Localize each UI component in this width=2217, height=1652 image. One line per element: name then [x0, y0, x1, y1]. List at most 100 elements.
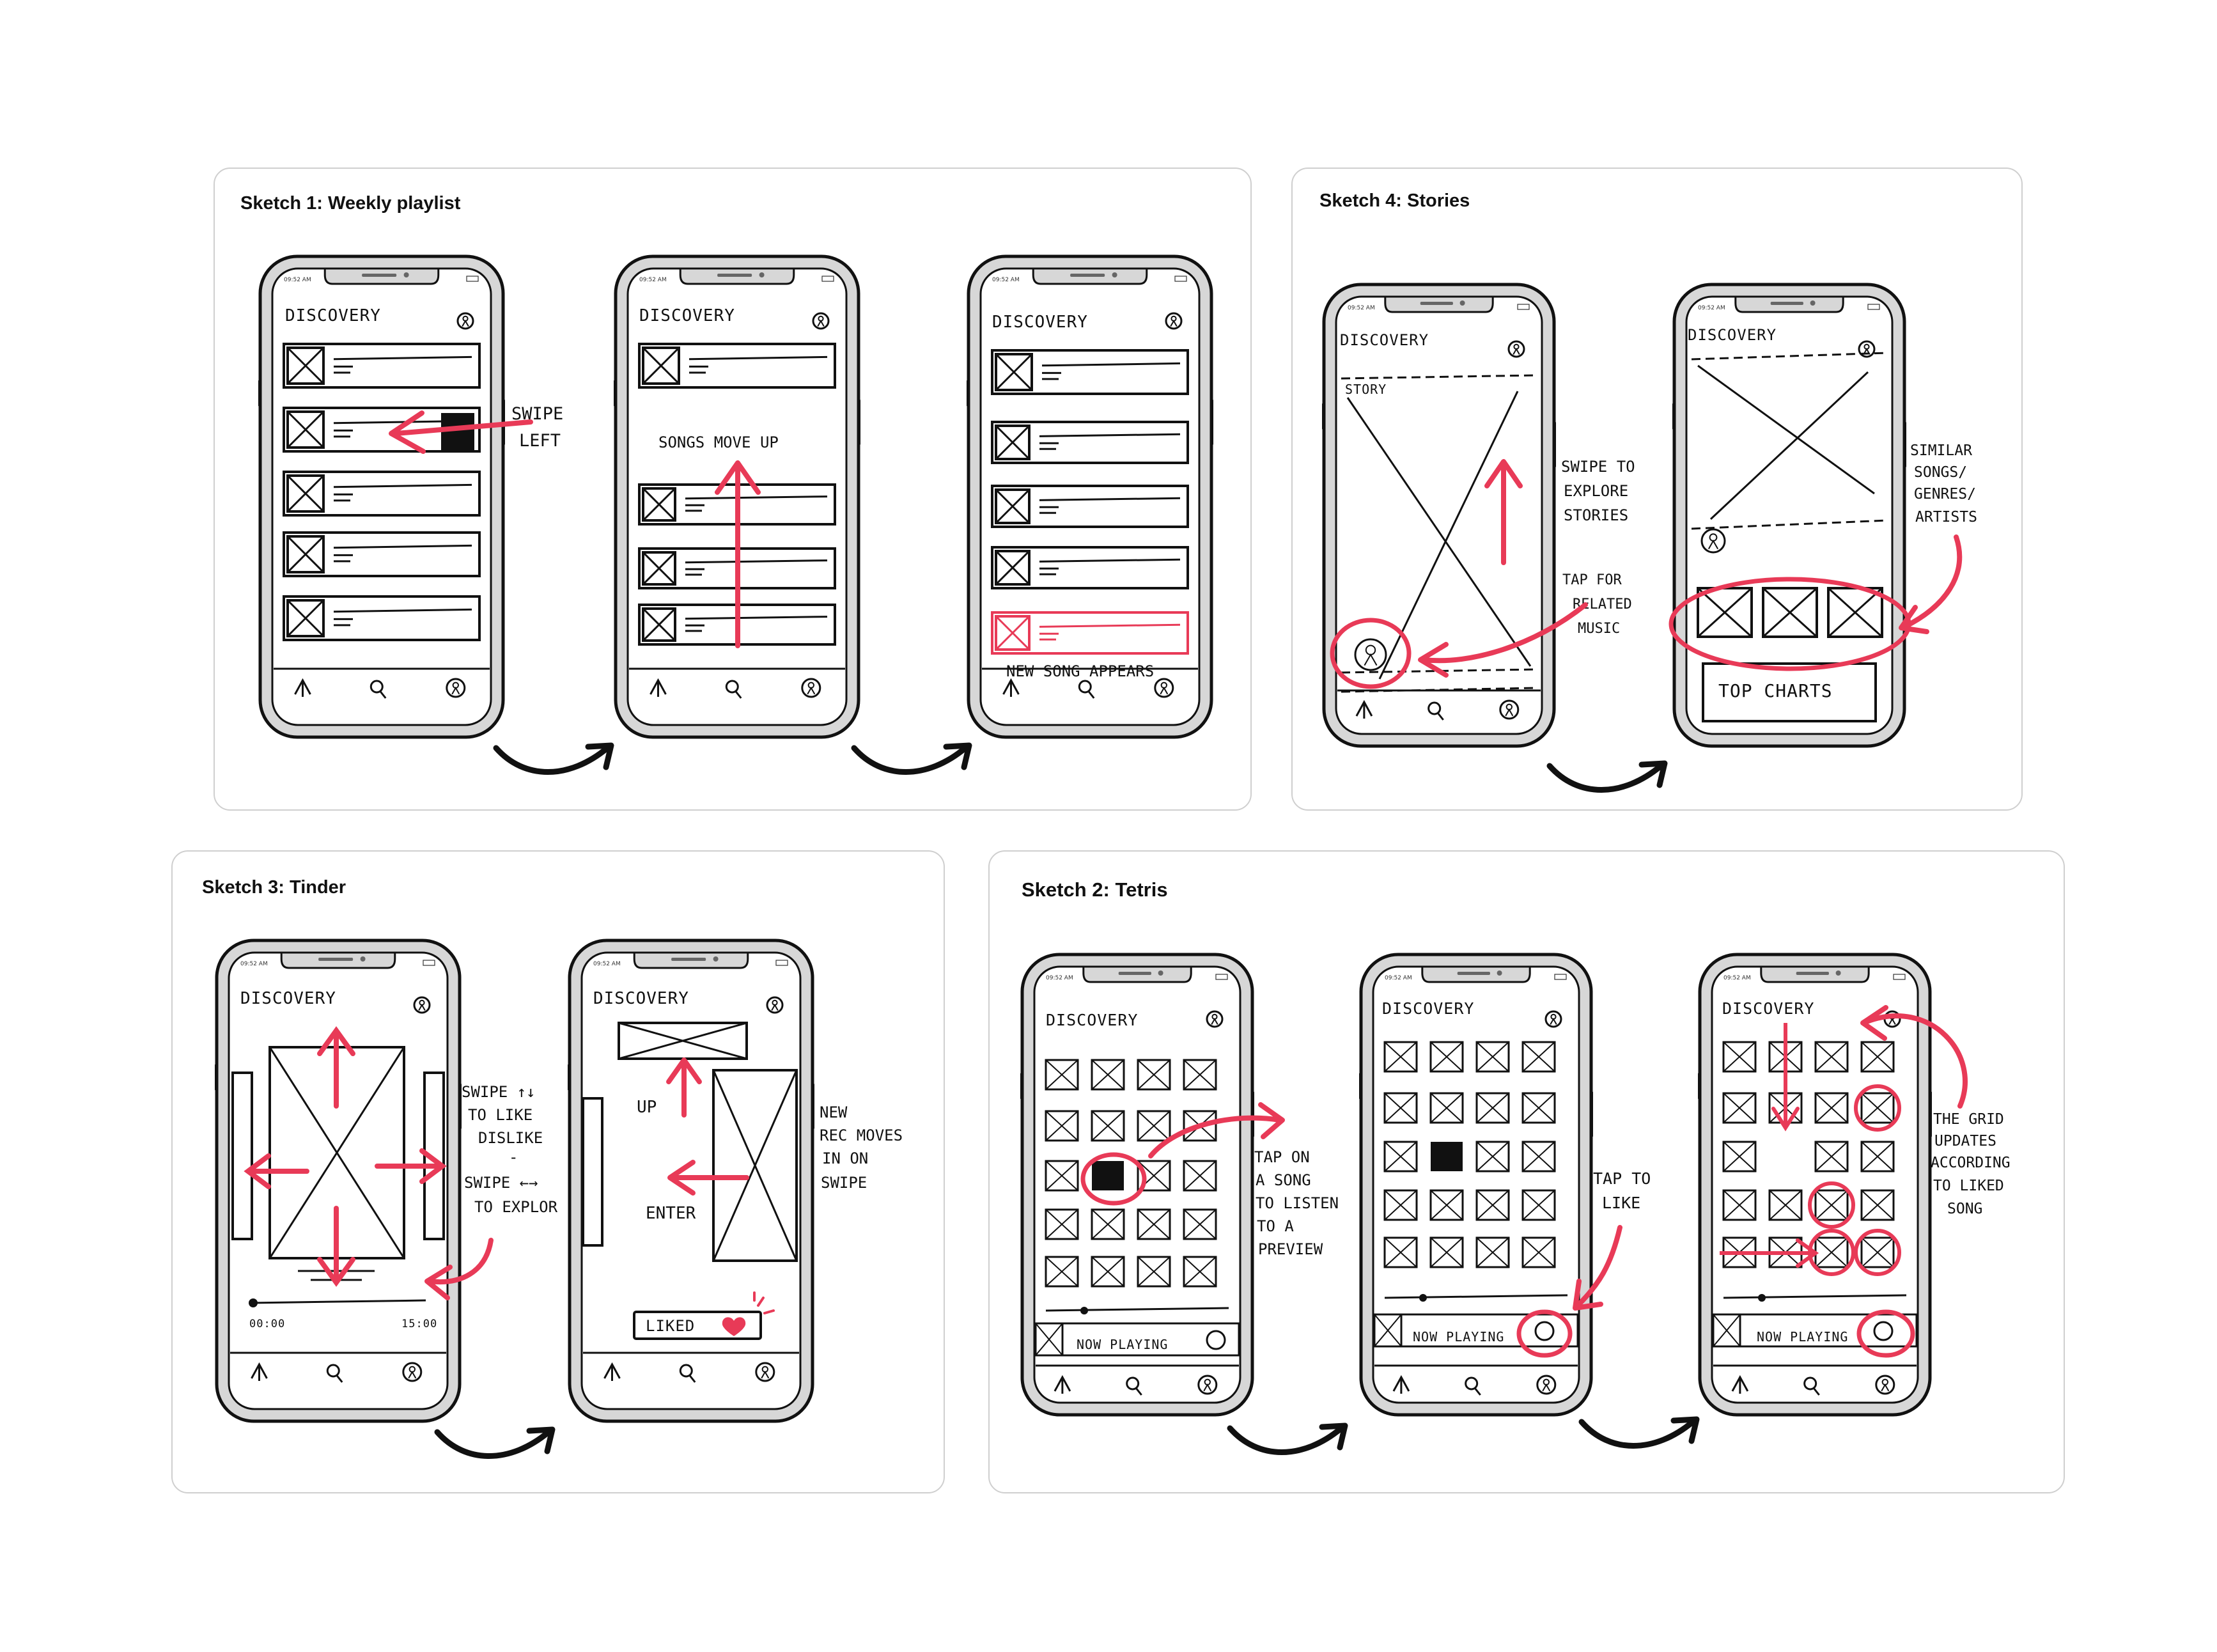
camera [1497, 970, 1502, 976]
side-button [459, 1084, 462, 1129]
camera [759, 272, 765, 277]
profile-icon [812, 312, 830, 330]
phone-screen [1685, 295, 1894, 735]
status-time: 09:52 AM [284, 277, 311, 283]
profile-icon [456, 312, 474, 330]
progress-knob [1758, 1294, 1766, 1302]
side-button [502, 400, 505, 445]
phone-screen [1335, 295, 1543, 735]
song-tile [1137, 1059, 1171, 1091]
song-thumbnail [995, 550, 1031, 586]
song-thumbnail [642, 347, 680, 385]
side-button [568, 1064, 570, 1091]
battery-icon [821, 276, 834, 282]
speaker [1420, 302, 1453, 305]
camera [1158, 970, 1163, 976]
song-tile [1722, 1189, 1757, 1221]
flow-arrow [1227, 1422, 1348, 1455]
progress-track [1045, 1307, 1229, 1312]
sketch4-title: Sketch 4: Stories [1319, 191, 1470, 211]
side-button [1591, 1091, 1593, 1137]
phone-frame: 09:52 AM [614, 254, 860, 739]
song-tile [1137, 1256, 1171, 1288]
phone-frame: 09:52 AM [1698, 953, 1932, 1417]
song-row [991, 349, 1189, 395]
home-icon [251, 1362, 268, 1381]
profile-icon [1507, 340, 1525, 358]
side-button [1929, 1091, 1932, 1137]
song-tile [1383, 1041, 1418, 1073]
phone-screen [228, 951, 449, 1410]
phone-screen [979, 267, 1201, 726]
profile-icon [766, 996, 784, 1014]
side-button [1553, 422, 1556, 467]
selected-song-tile [1092, 1161, 1124, 1190]
song-tile [1722, 1092, 1757, 1124]
search-icon [1427, 701, 1442, 715]
song-thumbnail [286, 599, 325, 637]
flow-arrow [1578, 1416, 1700, 1449]
progress-knob [1419, 1294, 1427, 1302]
progress-knob [1080, 1307, 1088, 1314]
song-tile [1091, 1256, 1125, 1288]
status-time: 09:52 AM [1723, 975, 1751, 981]
profile-icon [1858, 340, 1876, 358]
song-row [991, 421, 1189, 464]
song-thumbnail [286, 347, 325, 385]
song-tile [1475, 1189, 1510, 1221]
song-tile [1814, 1189, 1849, 1221]
home-icon [1731, 1375, 1749, 1394]
phone-screen [1711, 965, 1919, 1404]
phone-frame: 09:52 AM [215, 939, 462, 1423]
camera [1835, 970, 1841, 976]
now-playing-bar [1373, 1313, 1579, 1348]
swiped-block [441, 413, 474, 450]
speaker [717, 274, 752, 277]
side-button [1672, 403, 1675, 430]
status-time: 09:52 AM [1046, 975, 1073, 981]
song-tile [1860, 1189, 1895, 1221]
profile-icon [1206, 1010, 1224, 1028]
song-tile [1045, 1208, 1079, 1240]
liked-tile-circle [1854, 1229, 1901, 1276]
camera [1810, 300, 1816, 306]
song-tile [1045, 1160, 1079, 1192]
song-thumbnail [995, 425, 1031, 460]
battery-icon [423, 960, 435, 966]
home-icon [1054, 1375, 1071, 1394]
profile-icon [1499, 699, 1520, 720]
song-tile [1383, 1141, 1418, 1173]
camera [1112, 272, 1117, 277]
phone-screen [580, 951, 802, 1410]
speaker [318, 958, 354, 961]
song-row [283, 531, 481, 577]
camera [403, 272, 409, 277]
song-tile [1091, 1208, 1125, 1240]
status-time: 09:52 AM [593, 961, 621, 967]
speaker [1118, 972, 1151, 975]
song-tile [1045, 1059, 1079, 1091]
song-tile [1475, 1092, 1510, 1124]
battery-icon [1554, 974, 1567, 980]
new-recommendation-card [712, 1069, 798, 1262]
side-button [258, 380, 261, 407]
song-tile [1429, 1189, 1464, 1221]
progress-track [1384, 1294, 1568, 1299]
speaker [1796, 972, 1829, 975]
now-playing-bar [1034, 1322, 1240, 1357]
song-tile [1814, 1141, 1849, 1173]
heart-icon [1206, 1330, 1226, 1350]
song-tile [1475, 1141, 1510, 1173]
song-row [991, 546, 1189, 589]
phone-screen [1372, 965, 1580, 1404]
side-card [582, 1097, 603, 1247]
flow-arrow [434, 1426, 556, 1459]
song-tile [1429, 1041, 1464, 1073]
profile-icon [1875, 1375, 1895, 1395]
profile-icon [446, 678, 466, 698]
phone-frame: 09:52 AM [258, 254, 505, 739]
flow-arrow [851, 742, 972, 775]
side-button [1359, 1073, 1362, 1099]
home-icon [1392, 1375, 1410, 1394]
search-icon [725, 680, 739, 694]
